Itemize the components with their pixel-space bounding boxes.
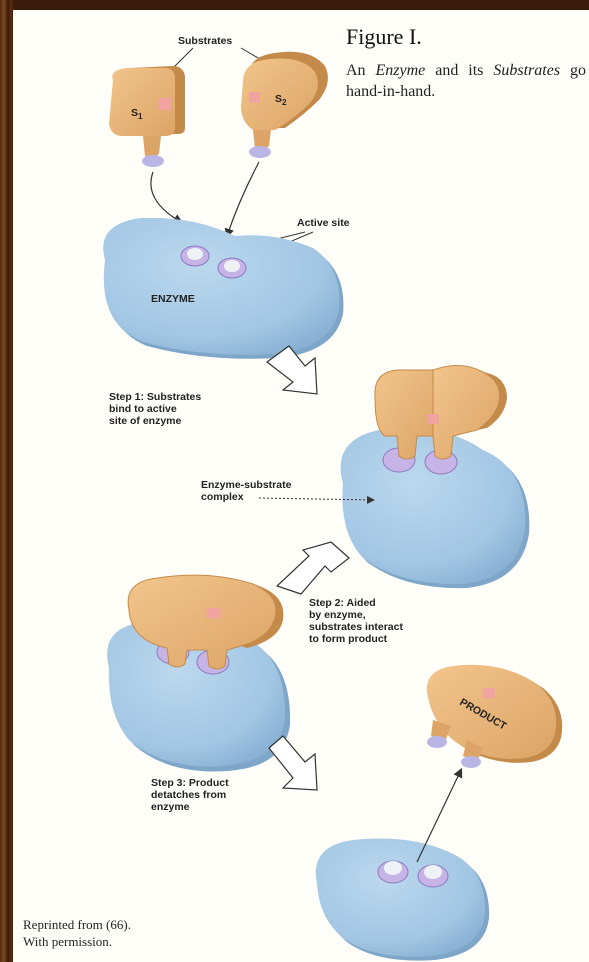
step1-line-3: site of enzyme	[109, 415, 182, 427]
figure-title: Figure I.	[346, 24, 422, 50]
caption-part-1: An	[346, 62, 376, 79]
credit-line-1: Reprinted from (66).	[23, 916, 223, 933]
substrate-s1: S1	[109, 66, 185, 167]
svg-text:Step 2: Aided by enzym: Step 2: Aided by enzyme, substrates inte…	[309, 597, 406, 645]
caption-part-3: and its	[425, 62, 493, 79]
figure-panel: Substrates S1 S2	[13, 10, 589, 962]
product: PRODUCT	[427, 665, 562, 768]
svg-text:Step 3: Product detatc: Step 3: Product detatches from enzyme	[151, 777, 232, 813]
s2-subscript: 2	[282, 98, 287, 107]
complex-line-2: complex	[201, 491, 244, 503]
svg-text:Enzyme-substrate compl: Enzyme-substrate complex	[201, 479, 294, 503]
reprint-credit: Reprinted from (66). With permission.	[23, 916, 223, 950]
step3-line-1: Step 3: Product	[151, 777, 229, 789]
step3-line-2: detatches from	[151, 789, 226, 801]
enzyme-free: ENZYME	[103, 218, 343, 359]
s1-label: S	[131, 107, 138, 119]
step2-line-4: to form product	[309, 633, 388, 645]
active-site-label: Active site	[297, 217, 350, 229]
caption-enzyme: Enzyme	[376, 62, 426, 79]
enzyme-released	[316, 839, 489, 961]
s2-label: S	[275, 93, 282, 105]
step3-line-3: enzyme	[151, 801, 190, 813]
step2-line-3: substrates interact	[309, 621, 403, 633]
credit-line-2: With permission.	[23, 933, 223, 950]
step2-line-2: by enzyme,	[309, 609, 366, 621]
arrow-s2-to-enzyme	[227, 162, 259, 236]
svg-text:Step 1: Substrates bin: Step 1: Substrates bind to active site o…	[109, 391, 204, 427]
arrow-s1-to-enzyme	[151, 172, 181, 222]
complex-line-1: Enzyme-substrate	[201, 479, 292, 491]
step2-hollow-arrow	[277, 542, 349, 594]
enzyme-substrate-complex	[341, 365, 530, 588]
step3-hollow-arrow	[269, 736, 317, 790]
figure-caption: An Enzyme and its Substrates go hand-in-…	[346, 60, 586, 102]
enzyme-product-forming	[107, 575, 290, 771]
enzyme-label: ENZYME	[151, 293, 195, 305]
s1-subscript: 1	[138, 112, 143, 121]
substrate-s2: S2	[241, 52, 328, 158]
step1-line-1: Step 1: Substrates	[109, 391, 201, 403]
step2-line-1: Step 2: Aided	[309, 597, 376, 609]
enzyme-diagram: Substrates S1 S2	[13, 10, 589, 962]
step1-line-2: bind to active	[109, 403, 177, 415]
substrates-label: Substrates	[178, 35, 232, 47]
caption-substrates: Substrates	[493, 62, 560, 79]
